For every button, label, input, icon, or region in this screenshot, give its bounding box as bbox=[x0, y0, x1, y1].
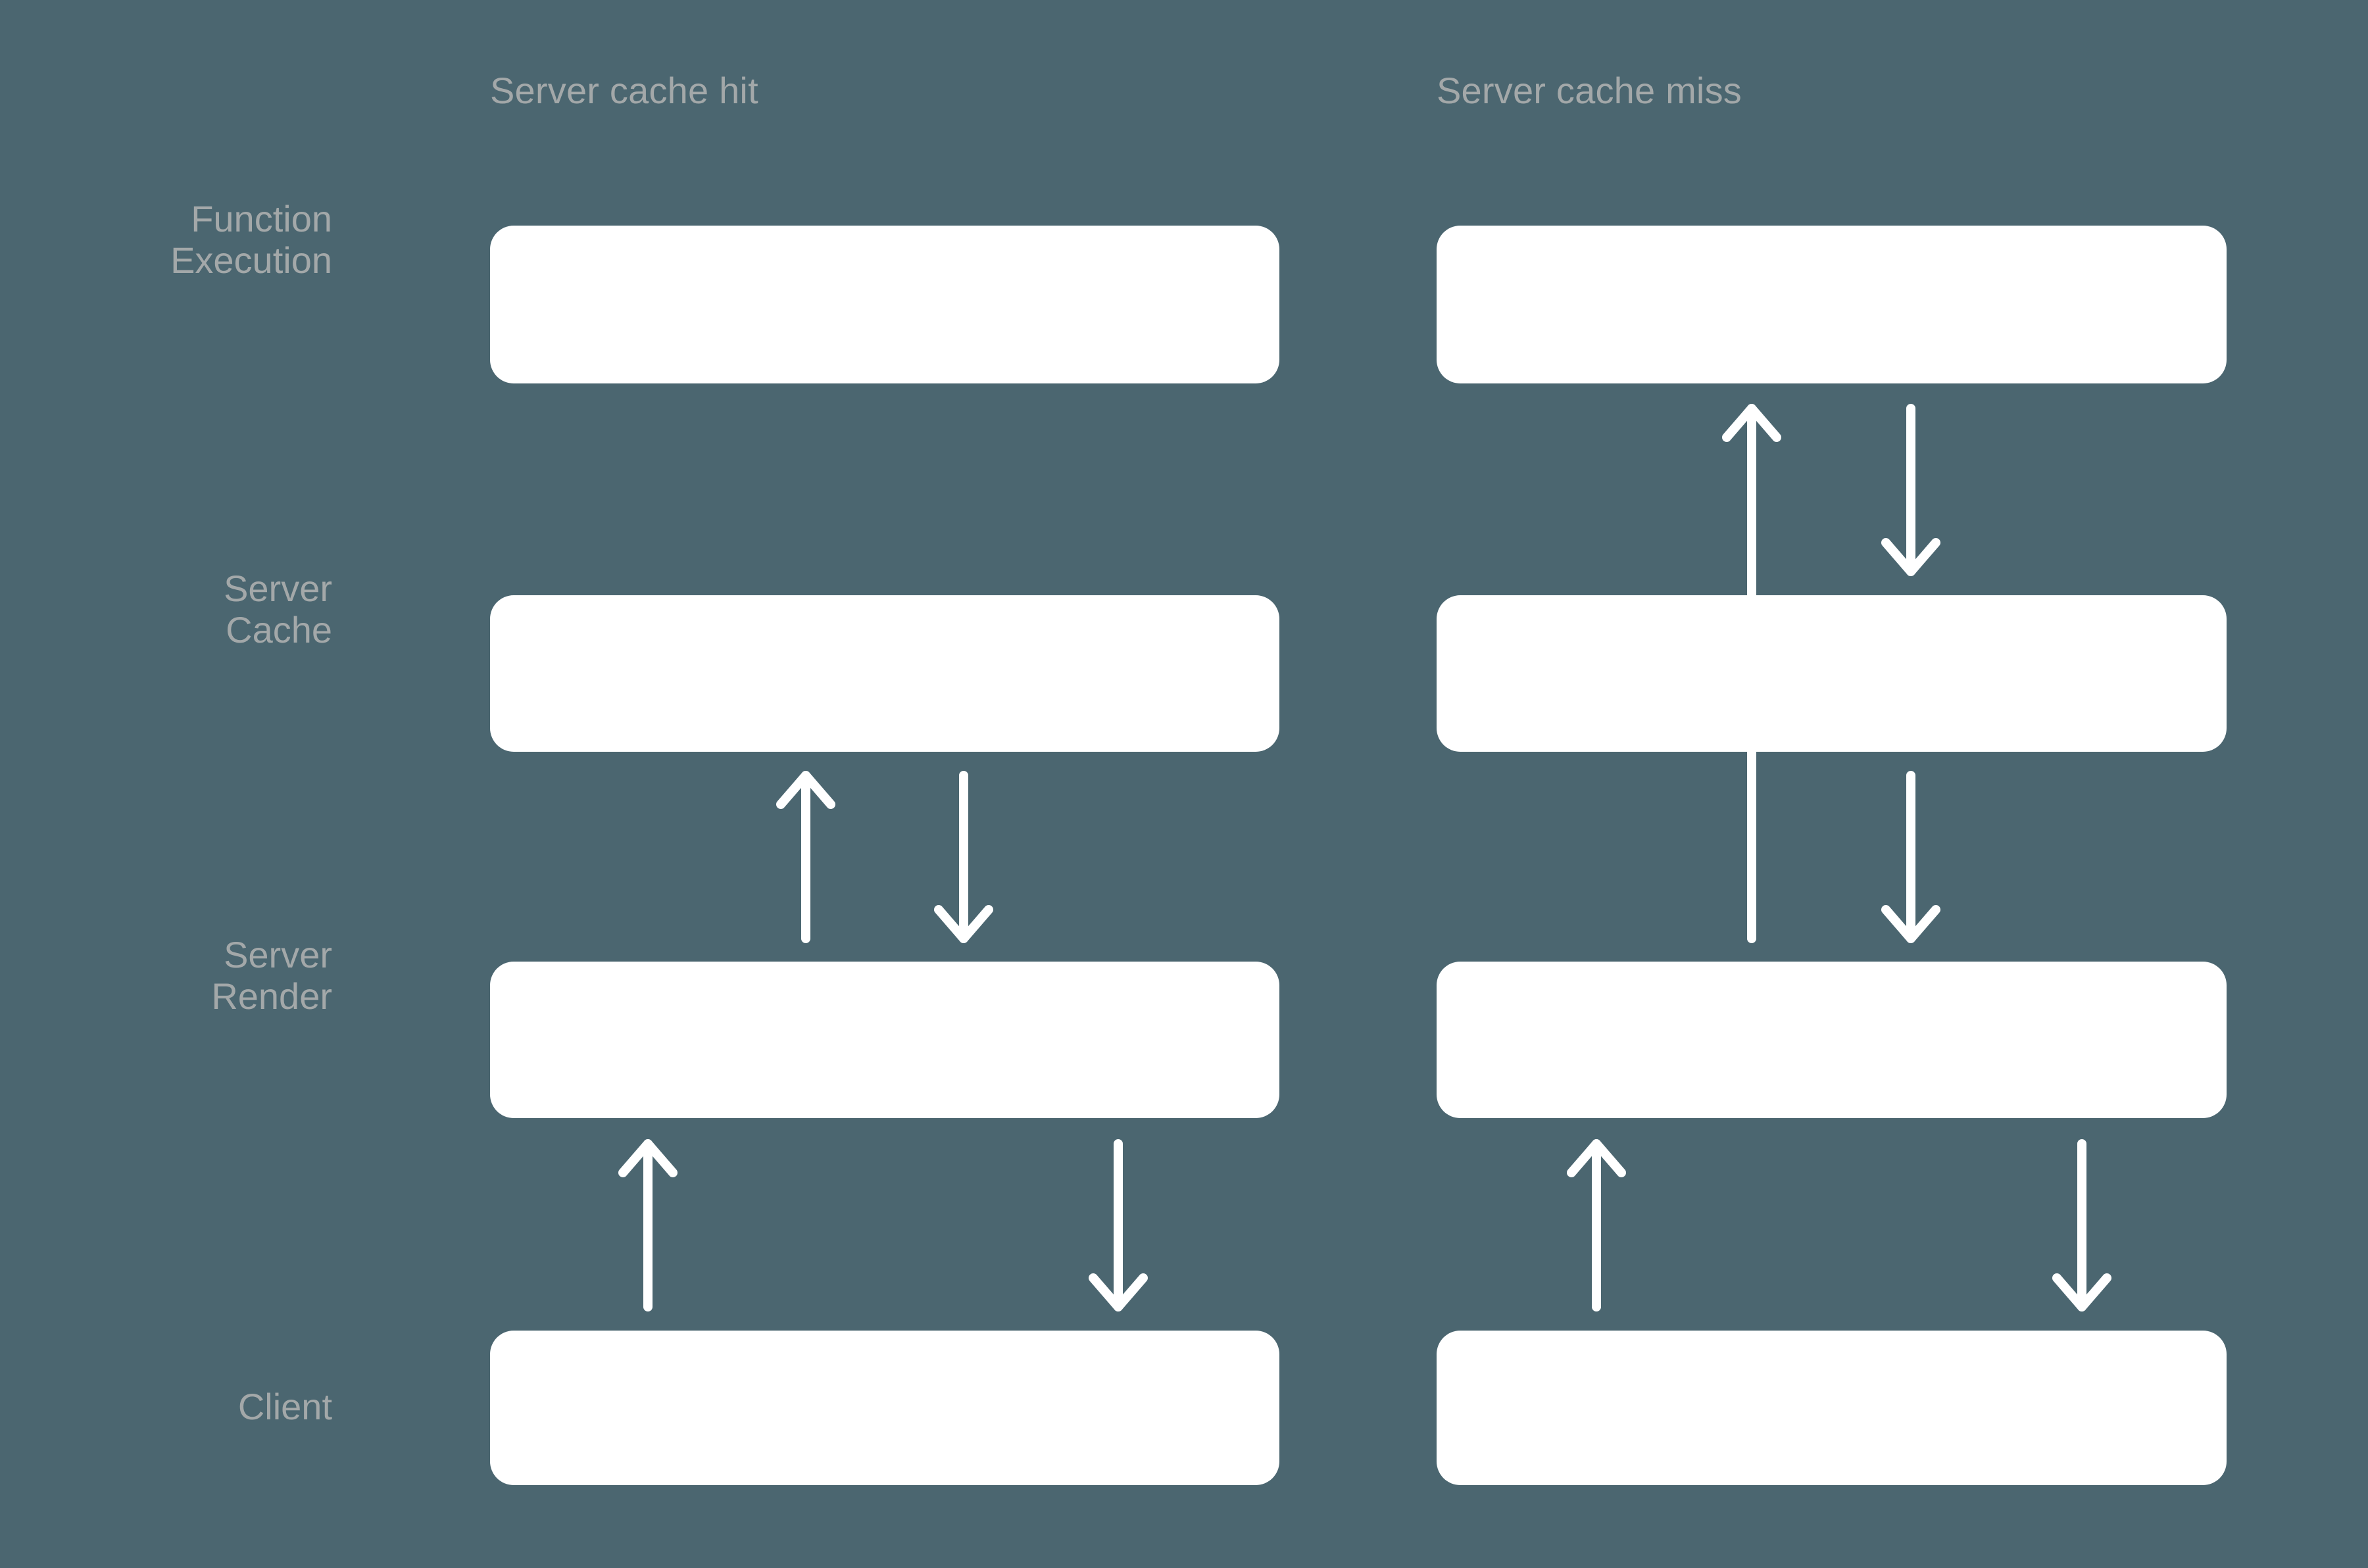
arrow-cache-miss-server-cache-to-server-render bbox=[1881, 771, 1940, 943]
arrow-cache-hit-server-render-to-server-cache bbox=[776, 771, 835, 943]
row-label-server-render: Server Render bbox=[211, 934, 332, 1017]
lane-cache-miss-server-render bbox=[1437, 962, 2227, 1118]
lane-cache-hit-server-render bbox=[490, 962, 1279, 1118]
arrow-cache-hit-server-render-to-client bbox=[1089, 1139, 1148, 1311]
lane-cache-miss-client bbox=[1437, 1331, 2227, 1485]
arrow-cache-miss-server-render-to-client bbox=[2052, 1139, 2111, 1311]
arrow-cache-miss-function-execution-to-server-cache bbox=[1881, 404, 1940, 576]
row-label-function-execution: Function Execution bbox=[170, 198, 332, 281]
lane-cache-hit-function-execution bbox=[490, 226, 1279, 383]
arrow-cache-miss-client-to-server-render bbox=[1567, 1139, 1626, 1311]
lane-cache-miss-server-cache bbox=[1437, 595, 2227, 752]
lane-cache-miss-function-execution bbox=[1437, 226, 2227, 383]
lane-cache-hit-server-cache bbox=[490, 595, 1279, 752]
column-header-cache-hit: Server cache hit bbox=[490, 70, 758, 111]
row-label-server-cache: Server Cache bbox=[224, 568, 332, 650]
column-header-cache-miss: Server cache miss bbox=[1437, 70, 1742, 111]
arrow-cache-hit-server-cache-to-server-render bbox=[934, 771, 993, 943]
row-label-client: Client bbox=[237, 1386, 332, 1427]
arrow-cache-hit-client-to-server-render bbox=[618, 1139, 678, 1311]
lane-cache-hit-client bbox=[490, 1331, 1279, 1485]
